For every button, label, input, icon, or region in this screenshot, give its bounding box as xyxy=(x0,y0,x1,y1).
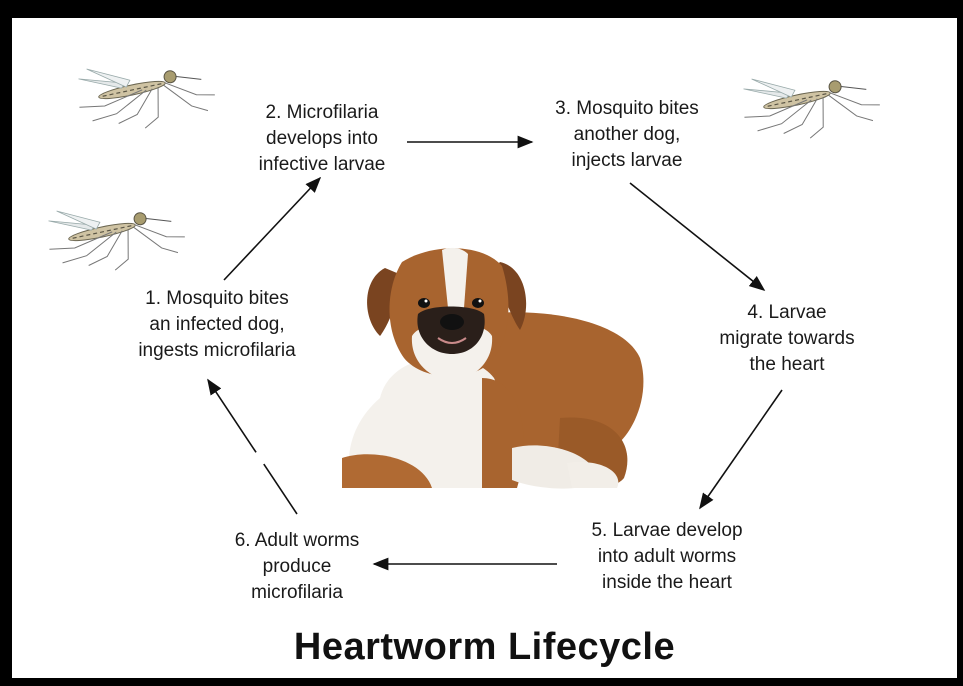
step-1-line-2: an infected dog, xyxy=(92,312,342,338)
step-6-line-2: produce xyxy=(192,554,402,580)
step-3-line-3: injects larvae xyxy=(517,148,737,174)
step-4-line-2: migrate towards xyxy=(677,326,897,352)
step-5-line-1: 5. Larvae develop xyxy=(552,518,782,544)
diagram-title: Heartworm Lifecycle xyxy=(12,626,957,669)
arrow-1-to-2 xyxy=(224,178,320,280)
step-3-line-1: 3. Mosquito bites xyxy=(517,96,737,122)
step-3-text: 3. Mosquito bites another dog, injects l… xyxy=(517,96,737,174)
step-5-text: 5. Larvae develop into adult worms insid… xyxy=(552,518,782,596)
step-5-line-2: into adult worms xyxy=(552,544,782,570)
step-2-line-2: develops into xyxy=(212,126,432,152)
puppy-illustration xyxy=(342,248,643,489)
step-6-text: 6. Adult worms produce microfilaria xyxy=(192,528,402,606)
arrow-4-to-5 xyxy=(700,390,782,508)
step-2-line-3: infective larvae xyxy=(212,152,432,178)
step-6-line-1: 6. Adult worms xyxy=(192,528,402,554)
mosquito-icon xyxy=(737,54,884,151)
arrow-6-to-1 xyxy=(208,380,297,514)
step-1-text: 1. Mosquito bites an infected dog, inges… xyxy=(92,286,342,364)
diagram-canvas: 1. Mosquito bites an infected dog, inges… xyxy=(12,18,957,678)
mosquito-icon xyxy=(42,186,189,283)
step-1-line-1: 1. Mosquito bites xyxy=(92,286,342,312)
mosquito-icon xyxy=(72,44,219,141)
arrow-3-to-4 xyxy=(630,183,764,290)
step-4-line-3: the heart xyxy=(677,352,897,378)
step-6-line-3: microfilaria xyxy=(192,580,402,606)
step-5-line-3: inside the heart xyxy=(552,570,782,596)
step-2-text: 2. Microfilaria develops into infective … xyxy=(212,100,432,178)
step-4-line-1: 4. Larvae xyxy=(677,300,897,326)
step-4-text: 4. Larvae migrate towards the heart xyxy=(677,300,897,378)
step-3-line-2: another dog, xyxy=(517,122,737,148)
step-2-line-1: 2. Microfilaria xyxy=(212,100,432,126)
step-1-line-3: ingests microfilaria xyxy=(92,338,342,364)
